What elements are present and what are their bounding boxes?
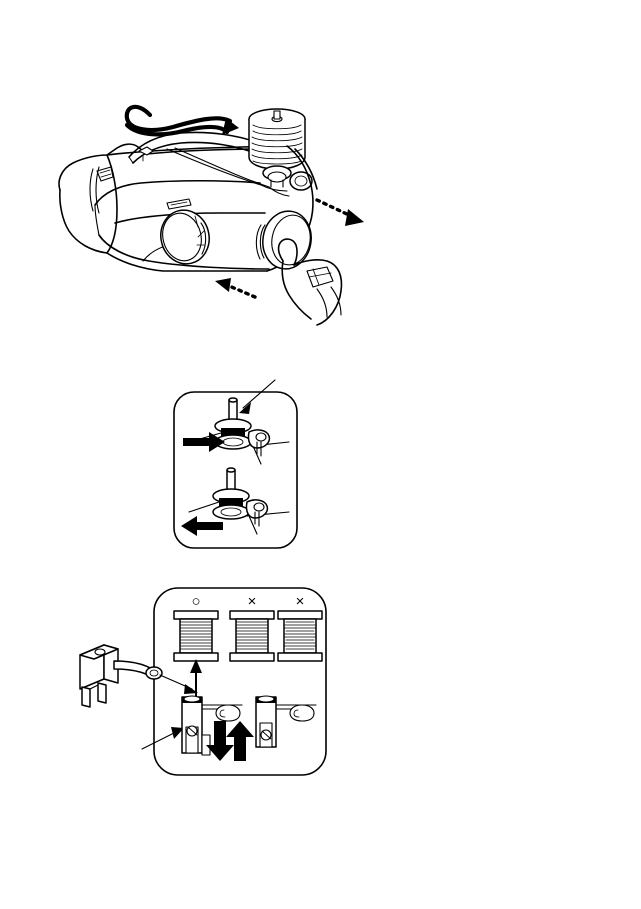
mark-incorrect-2-icon: × — [296, 593, 305, 610]
spool-thread-windings — [251, 124, 303, 165]
spool-incorrect-2: × — [277, 593, 323, 662]
figure-machine-overview — [55, 85, 390, 326]
spool-pin-lowered — [181, 695, 243, 756]
machine-overview-drawing — [58, 104, 364, 326]
callout-pointer-bobbin — [239, 379, 276, 414]
handwheel — [160, 209, 210, 265]
machine-body — [58, 131, 296, 272]
spool-3-windings — [283, 621, 317, 650]
arrow-push-left-icon — [181, 516, 223, 536]
winder-released — [188, 467, 290, 535]
callout-bracket-to-pin-top — [159, 674, 198, 694]
arrow-push-right-icon — [183, 432, 225, 452]
panel-border-spoolpin — [153, 587, 327, 776]
loop-arrow-thread-direction-icon — [124, 104, 239, 137]
figure-bobbin-winder — [165, 379, 310, 560]
bobbin-winder-drawing — [173, 379, 298, 549]
winder-engaged — [188, 397, 290, 465]
arrow-push-up-icon — [226, 721, 254, 761]
spool-correct: ○ — [173, 593, 219, 662]
figure-spool-pin-orientation: ○ × — [70, 575, 340, 790]
spool-pin-drawing: ○ × — [79, 587, 327, 776]
spool-2-windings — [235, 621, 269, 650]
spool-pin-holder-bracket — [79, 644, 163, 708]
mark-incorrect-1-icon: × — [248, 593, 257, 610]
arrow-spool-onto-pin-icon — [190, 659, 202, 700]
mark-correct-icon: ○ — [191, 593, 200, 610]
hand — [277, 238, 343, 326]
end-cover-cap — [255, 145, 318, 272]
dotted-arrow-cover-slide-icon — [215, 278, 257, 299]
spool-1-windings — [179, 621, 213, 650]
dotted-arrow-cover-removal-icon — [315, 198, 364, 226]
callout-bracket-to-pin-bottom — [141, 727, 184, 750]
spool-pin-raised — [255, 695, 317, 748]
spool-incorrect-1: × — [229, 593, 275, 662]
arrow-push-down-icon — [206, 721, 234, 761]
thread-spool — [248, 108, 313, 191]
panel-border-winder — [173, 391, 298, 549]
